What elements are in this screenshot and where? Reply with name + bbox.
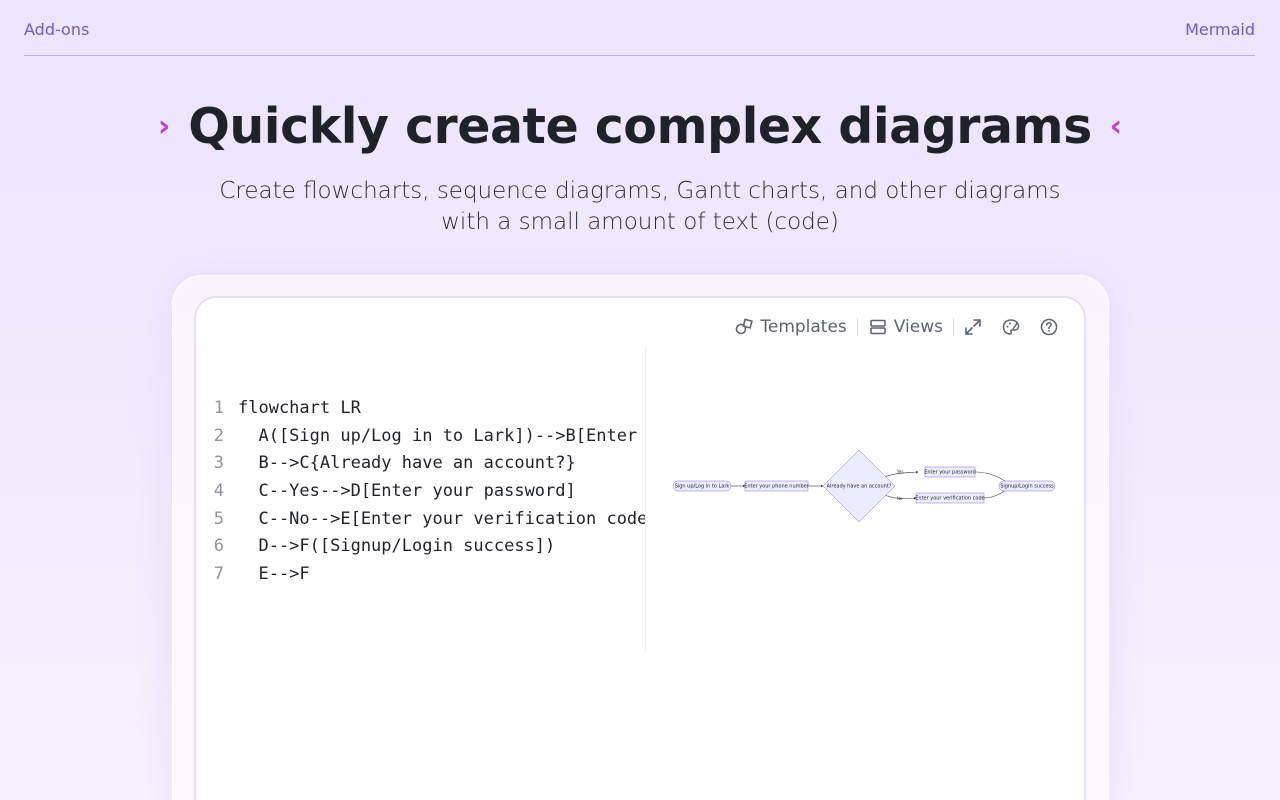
node-a-label: Sign up/Log in to Lark xyxy=(675,484,730,490)
code-text: C--Yes-->D[Enter your password] xyxy=(238,480,576,501)
node-b-label: Enter your phone number xyxy=(744,484,810,490)
page-title: Quickly create complex diagrams xyxy=(188,98,1092,155)
edge-label-yes: Yes xyxy=(896,469,903,474)
expand-icon xyxy=(965,319,981,335)
top-bar: Add-ons Mermaid xyxy=(24,0,1255,56)
line-number: 7 xyxy=(213,563,224,584)
code-text: flowchart LR xyxy=(238,397,361,418)
diagram-preview: Yes No Sign up/Log in to Lark Enter your… xyxy=(648,438,1084,538)
toolbar-divider xyxy=(953,318,954,336)
code-text: B-->C{Already have an account?} xyxy=(238,453,576,474)
theme-button[interactable] xyxy=(992,317,1030,337)
code-line[interactable]: 7 E-->F xyxy=(196,560,645,588)
code-text: C--No-->E[Enter your verification code] xyxy=(238,508,646,529)
mermaid-link[interactable]: Mermaid xyxy=(1185,20,1255,39)
code-text: A([Sign up/Log in to Lark])-->B[Enter yo… xyxy=(258,425,638,446)
flowchart-diagram: Yes No Sign up/Log in to Lark Enter your… xyxy=(672,449,1056,523)
help-button[interactable] xyxy=(1030,317,1068,337)
edge-label-no: No xyxy=(897,496,903,501)
node-e-label: Enter your verification code xyxy=(915,496,985,502)
node-f xyxy=(998,480,1056,492)
line-number: 5 xyxy=(213,508,224,529)
layout-icon xyxy=(869,319,886,335)
help-icon xyxy=(1040,318,1058,336)
palette-icon xyxy=(1002,319,1020,335)
node-c xyxy=(822,449,896,523)
code-lines: 1 flowchart LR 2 A([Sign up/Log in to Lark… xyxy=(196,394,646,588)
code-line[interactable]: 6 D-->F([Signup/Login success]) xyxy=(196,532,645,560)
chevron-right-icon: › xyxy=(157,108,171,144)
node-d-label: Enter your password xyxy=(924,470,976,476)
code-line[interactable]: 4 C--Yes-->D[Enter your password] xyxy=(196,477,645,505)
line-number: 6 xyxy=(213,536,224,557)
node-b xyxy=(744,480,809,492)
line-number: 3 xyxy=(213,453,224,474)
mermaid-editor-card: Templates Views xyxy=(194,296,1086,800)
addons-link[interactable]: Add-ons xyxy=(24,20,90,39)
chevron-left-icon: ‹ xyxy=(1109,108,1123,144)
node-c-label: Already have an account? xyxy=(827,484,892,490)
code-line[interactable]: 2 A([Sign up/Log in to Lark])-->B[Enter … xyxy=(196,422,645,450)
node-a xyxy=(672,480,732,492)
node-f-label: Signup/Login success xyxy=(1000,484,1054,490)
line-number: 4 xyxy=(213,480,224,501)
code-line[interactable]: 1 flowchart LR xyxy=(196,394,645,422)
code-text: D-->F([Signup/Login success]) xyxy=(238,536,556,557)
hero-title: › Quickly create complex diagrams ‹ xyxy=(0,98,1280,155)
fullscreen-button[interactable] xyxy=(954,317,992,337)
code-editor[interactable]: 1 flowchart LR 2 A([Sign up/Log in to Lark… xyxy=(196,346,646,651)
shapes-icon xyxy=(736,318,754,335)
line-number: 2 xyxy=(213,425,224,446)
code-line[interactable]: 5 C--No-->E[Enter your verification code… xyxy=(196,505,646,533)
editor-toolbar: Templates Views xyxy=(724,314,1068,340)
toolbar-divider xyxy=(856,318,858,336)
line-number: 1 xyxy=(213,397,224,418)
subtitle-line-1: Create flowcharts, sequence diagrams, Ga… xyxy=(219,178,1061,204)
views-label: Views xyxy=(893,317,943,337)
templates-label: Templates xyxy=(760,317,847,337)
node-d xyxy=(924,466,976,478)
node-e xyxy=(915,492,985,504)
code-text: E-->F xyxy=(238,563,310,584)
templates-button[interactable]: Templates xyxy=(724,317,856,337)
hero-subtitle: Create flowcharts, sequence diagrams, Ga… xyxy=(0,176,1280,238)
views-button[interactable]: Views xyxy=(858,317,953,337)
subtitle-line-2: with a small amount of text (code) xyxy=(441,209,839,235)
code-line[interactable]: 3 B-->C{Already have an account?} xyxy=(196,449,645,477)
